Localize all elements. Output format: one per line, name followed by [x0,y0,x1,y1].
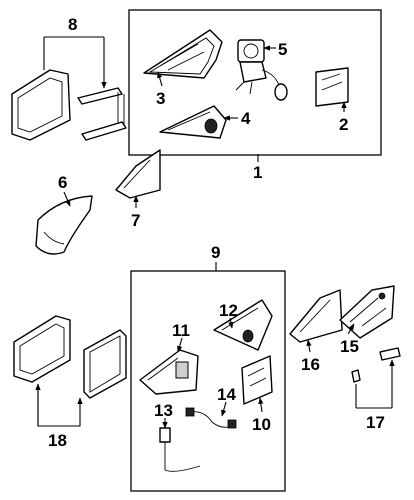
callout-5: 5 [278,40,287,59]
callout-16: 16 [301,355,320,374]
callout-13: 13 [154,401,173,420]
part-3-mirror-cover[interactable] [143,29,223,79]
part-13-clip[interactable] [159,427,201,472]
leaders [35,36,392,429]
part-16-gasket[interactable] [289,289,343,343]
callout-15: 15 [340,337,359,356]
callout-18: 18 [48,431,67,450]
callout-9: 9 [211,243,220,262]
callout-12: 12 [219,301,238,320]
callout-6: 6 [58,173,67,192]
part-11-mirror-body[interactable] [139,349,199,395]
part-14-harness[interactable] [185,407,237,429]
part-7-gasket[interactable] [115,149,161,199]
group-1-box [128,9,382,156]
callout-2: 2 [339,115,348,134]
part-6-mirror-housing[interactable] [35,195,93,255]
callout-10: 10 [252,415,271,434]
callout-labels: 8 3 5 2 4 1 6 7 9 12 11 14 13 10 18 16 1… [48,15,385,450]
part-15-housing[interactable] [339,285,395,339]
part-12-cover[interactable] [213,299,273,351]
callout-17: 17 [366,413,385,432]
part-4-inner-cover[interactable] [159,105,227,139]
part-18-seal-set[interactable] [13,315,127,399]
part-2-mirror-glass[interactable] [315,67,349,107]
part-5-mirror-motor[interactable] [235,39,288,101]
callout-14: 14 [217,385,236,404]
group-9-box [130,270,286,492]
callout-11: 11 [172,321,190,340]
part-8-seal-set[interactable] [11,69,127,141]
callout-8: 8 [68,15,77,34]
callout-3: 3 [156,89,165,108]
part-10-glass[interactable] [241,355,273,405]
part-17-fasteners[interactable] [351,347,401,383]
callout-4: 4 [241,109,251,128]
callout-1: 1 [253,163,262,182]
callout-7: 7 [131,211,140,230]
